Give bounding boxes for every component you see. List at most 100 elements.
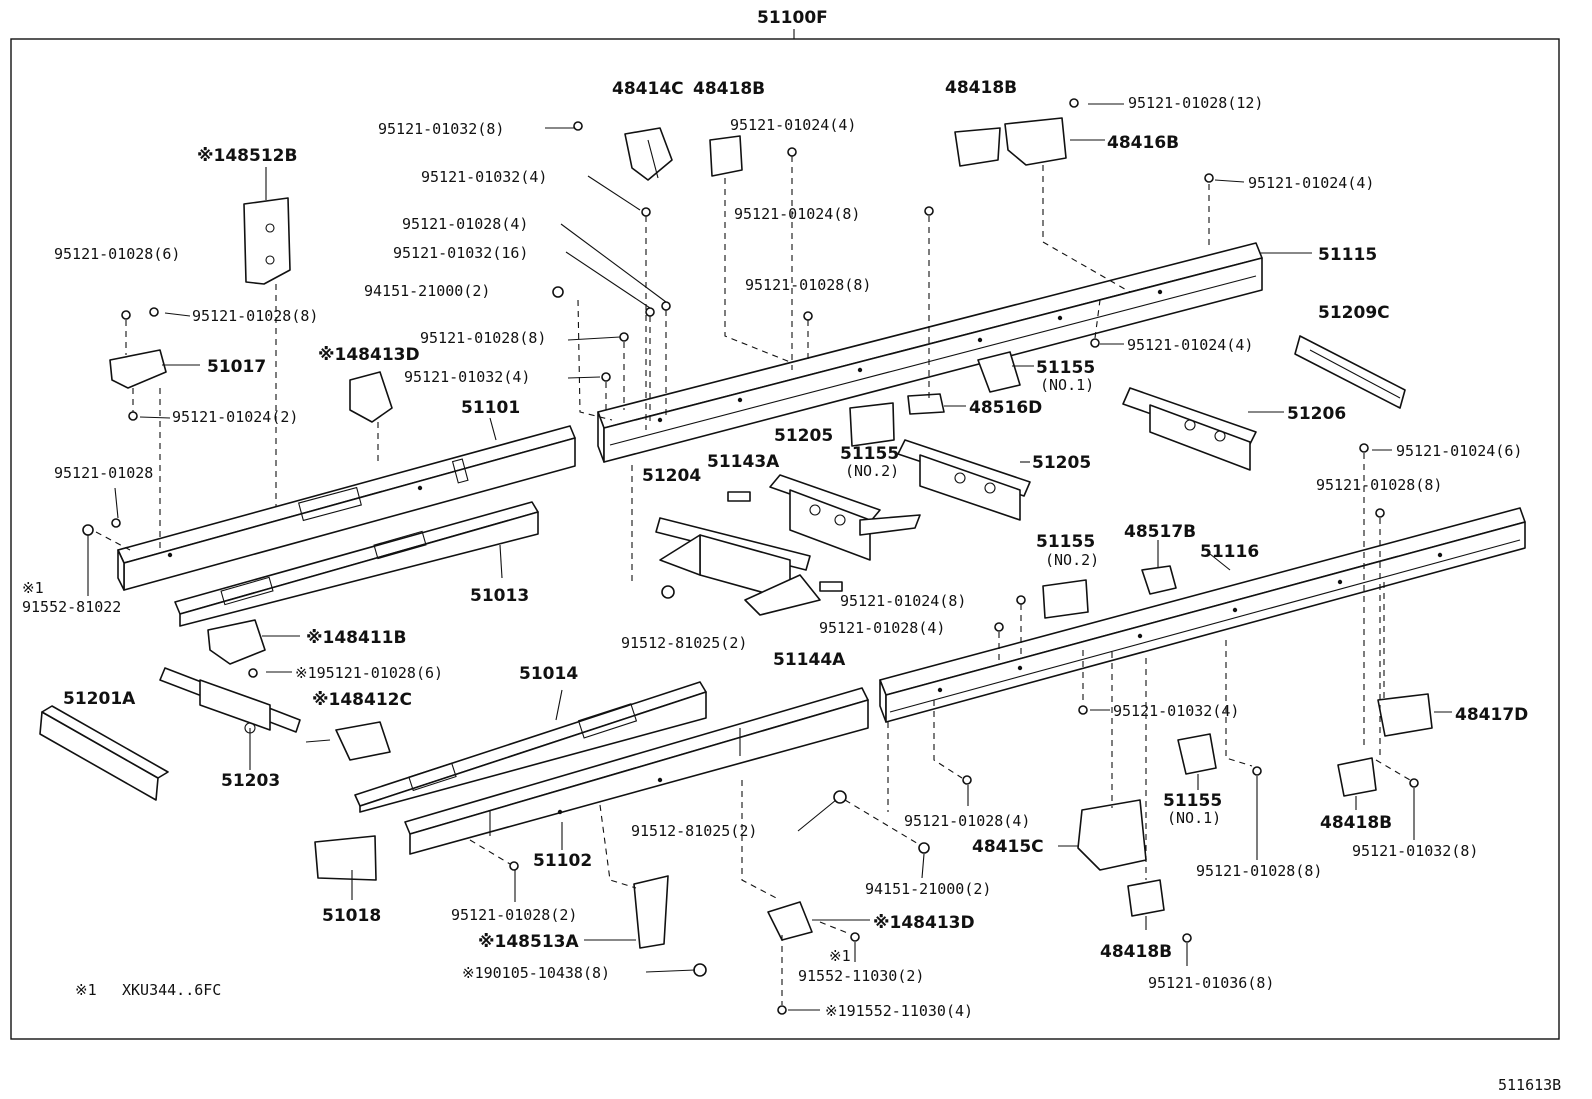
callout-51204: 51204 xyxy=(642,466,701,486)
callout-95121-01028-8-low: 95121-01028(8) xyxy=(1196,862,1322,880)
callout-90105-10438-8: ※190105-10438(8) xyxy=(462,964,610,982)
callout-91552-11030-4: ※191552-11030(4) xyxy=(825,1002,973,1020)
bracket-48416B xyxy=(1004,117,1067,166)
callout-95121-01024-8-top: 95121-01024(8) xyxy=(734,205,860,223)
side-rail-51014 xyxy=(354,681,707,813)
callout-91552-81022-mark: ※1 xyxy=(22,579,44,597)
bracket-48418B-bottom xyxy=(1127,879,1165,917)
callout-51155-no1-low-suffix: (NO.1) xyxy=(1167,809,1221,827)
callout-48516D: 48516D xyxy=(969,398,1042,418)
callout-95121-01028-4-low: 95121-01028(4) xyxy=(904,812,1030,830)
crossmember-51204 xyxy=(655,517,821,616)
bracket-48411B xyxy=(207,619,266,665)
bracket-48516D xyxy=(907,393,945,415)
plate-51155-no2-mid xyxy=(849,402,895,447)
bracket-51155-no1-low xyxy=(1177,733,1217,775)
callout-48418B-top: 48418B xyxy=(693,79,765,99)
crossmember-51201A xyxy=(39,705,169,801)
bracket-48513A xyxy=(633,875,669,949)
assembly-label: 51100F xyxy=(757,8,828,28)
callout-95121-01028-8-mid: 95121-01028(8) xyxy=(745,276,871,294)
bracket-48412C xyxy=(335,721,391,761)
callout-95121-01028-12: 95121-01028(12) xyxy=(1128,94,1263,112)
crossmember-51205-a xyxy=(769,474,921,561)
callout-48512B: ※148512B xyxy=(197,146,297,166)
callout-51014: 51014 xyxy=(519,664,578,684)
callout-48513A: ※148513A xyxy=(478,932,579,952)
crossmember-51203 xyxy=(159,667,301,734)
callout-95121-01032-8-top: 95121-01032(8) xyxy=(378,120,504,138)
bolt-set xyxy=(82,98,1419,1015)
callout-95121-01024-8-mid: 95121-01024(8) xyxy=(840,592,966,610)
callout-48517B: 48517B xyxy=(1124,522,1196,542)
callout-95121-01024-4-mid: 95121-01024(4) xyxy=(1127,336,1253,354)
bracket-48418B-top xyxy=(709,135,743,177)
callout-95121-01032-4-right: 95121-01032(4) xyxy=(1113,702,1239,720)
bracket-51155-no1-top xyxy=(977,351,1021,393)
callout-91552-81022: 91552-81022 xyxy=(22,598,121,616)
callout-95121-01032-8-low: 95121-01032(8) xyxy=(1352,842,1478,860)
crossmember-51209C xyxy=(1294,335,1406,409)
callout-51203: 51203 xyxy=(221,771,280,791)
callout-48418B-bottom: 48418B xyxy=(1100,942,1172,962)
callout-51155-no1-top: 51155 xyxy=(1036,358,1095,378)
callout-51155-no2-lower-suffix: (NO.2) xyxy=(1045,551,1099,569)
callout-91552-11030-mark: ※1 xyxy=(829,947,851,965)
callout-51205-b: 51205 xyxy=(1032,453,1091,473)
callout-94151-21000-2-top: 94151-21000(2) xyxy=(364,282,490,300)
callout-48414C: 48414C xyxy=(612,79,684,99)
figure-code: 511613B xyxy=(1498,1076,1561,1094)
bracket-51017 xyxy=(109,349,167,389)
callout-95121-01028-single: 95121-01028 xyxy=(54,464,153,482)
diagram-border xyxy=(10,38,1560,1040)
callout-48415C: 48415C xyxy=(972,837,1044,857)
bracket-48417D xyxy=(1377,693,1433,737)
bracket-48418B-top-right xyxy=(954,127,1001,167)
bracket-48418B-low xyxy=(1337,757,1377,797)
callout-95121-01032-4-mid: 95121-01032(4) xyxy=(404,368,530,386)
callout-51013: 51013 xyxy=(470,586,529,606)
footnote-text: XKU344..6FC xyxy=(122,981,221,999)
callout-95121-01028-6: 95121-01028(6) xyxy=(54,245,180,263)
bracket-48512B xyxy=(243,197,291,285)
plate-51143A xyxy=(727,491,751,502)
bracket-48517B xyxy=(1141,565,1177,595)
callout-51155-no2-lower: 51155 xyxy=(1036,532,1095,552)
callout-51155-no1-top-suffix: (NO.1) xyxy=(1040,376,1094,394)
callout-51116: 51116 xyxy=(1200,542,1259,562)
callout-48413D-low: ※148413D xyxy=(873,913,975,933)
plate-51144A xyxy=(819,581,843,592)
callout-95121-01028-4-a: 95121-01028(4) xyxy=(402,215,528,233)
callout-48417D: 48417D xyxy=(1455,705,1528,725)
plate-51155-no2-lower xyxy=(1042,579,1089,619)
callout-94151-21000-2-low: 94151-21000(2) xyxy=(865,880,991,898)
callout-51102: 51102 xyxy=(533,851,592,871)
side-rail-51101 xyxy=(117,425,576,591)
callout-48412C: ※148412C xyxy=(312,690,412,710)
callout-48413D-top: ※148413D xyxy=(318,345,420,365)
footnote-mark: ※1 xyxy=(75,981,97,999)
callout-95121-01028-6-marked: ※195121-01028(6) xyxy=(295,664,443,682)
bracket-48414C xyxy=(624,127,673,181)
callout-51155-no2-mid-suffix: (NO.2) xyxy=(845,462,899,480)
bracket-48413D-low xyxy=(767,901,813,941)
callout-95121-01024-4-right: 95121-01024(4) xyxy=(1248,174,1374,192)
callout-48418B-low: 48418B xyxy=(1320,813,1392,833)
bracket-48413D-top xyxy=(349,371,393,423)
callout-95121-01028-8-right: 95121-01028(8) xyxy=(1316,476,1442,494)
leader-lines xyxy=(87,103,1452,1011)
bracket-48415C xyxy=(1077,799,1147,871)
bracket-51018 xyxy=(314,835,377,881)
callout-51144A: 51144A xyxy=(773,650,846,670)
callout-91512-81025-2-top: 91512-81025(2) xyxy=(621,634,747,652)
crossmember-51205-b xyxy=(897,439,1031,521)
callout-48416B: 48416B xyxy=(1107,133,1179,153)
dashed-assembly-lines xyxy=(95,156,1411,1005)
callout-48418B-top-right: 48418B xyxy=(945,78,1017,98)
callout-51143A: 51143A xyxy=(707,452,780,472)
callout-51201A: 51201A xyxy=(63,689,136,709)
callout-95121-01032-4-top: 95121-01032(4) xyxy=(421,168,547,186)
side-rail-51116 xyxy=(879,507,1526,723)
callout-51155-no2-mid: 51155 xyxy=(840,444,899,464)
